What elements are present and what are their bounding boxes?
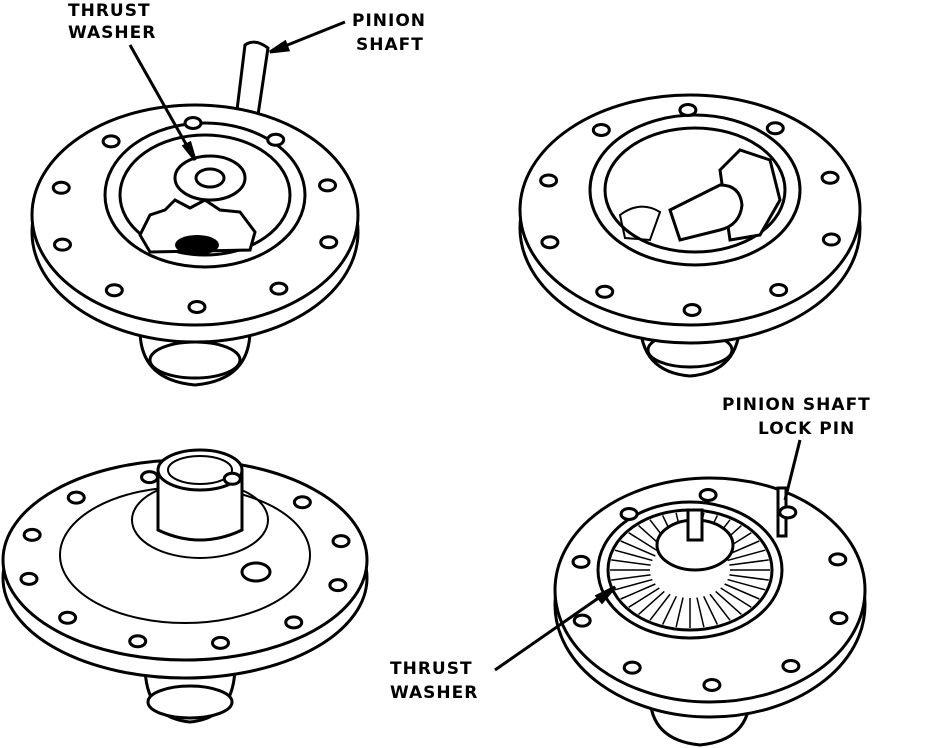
gear-tooth <box>709 593 731 621</box>
bolt-hole <box>572 613 592 628</box>
gear-tooth <box>611 559 651 566</box>
bolt-hole <box>778 505 798 520</box>
bolt-hole <box>22 527 42 542</box>
gear-tooth <box>628 587 660 608</box>
bolt-hole <box>51 180 71 195</box>
bolt-holes <box>19 103 849 692</box>
bolt-hole <box>292 495 312 510</box>
bolt-hole <box>328 578 348 593</box>
bolt-hole <box>128 634 148 649</box>
bolt-hole <box>58 610 78 625</box>
bolt-hole <box>595 284 615 299</box>
gear-tooth <box>649 593 671 621</box>
bolt-hole <box>331 534 351 549</box>
bolt-hole <box>765 121 785 136</box>
gear-tooth <box>620 583 656 600</box>
bolt-hole <box>781 659 801 674</box>
bolt-hole <box>698 488 718 503</box>
bolt-hole <box>183 116 203 131</box>
gear-tooth <box>614 549 653 562</box>
bolt-hole <box>52 237 72 252</box>
bolt-hole <box>622 660 642 675</box>
differential-case-bottom-right <box>553 476 867 747</box>
gear-tooth <box>727 578 766 591</box>
bolt-hole <box>269 281 289 296</box>
gear-tooth <box>729 559 769 566</box>
bolt-hole <box>828 552 848 567</box>
bolt-hole <box>101 134 121 149</box>
gear-tooth <box>703 595 719 625</box>
bolt-hole <box>140 470 160 485</box>
bolt-hole <box>104 283 124 298</box>
gear-tooth <box>720 587 752 608</box>
bolt-hole <box>266 132 286 147</box>
gear-tooth <box>614 578 653 591</box>
bolt-hole <box>682 302 702 317</box>
gear-tooth <box>675 597 684 628</box>
bolt-hole <box>820 170 840 185</box>
gear-tooth <box>638 590 665 615</box>
gear-tooth <box>628 532 660 553</box>
differential-case-bottom-left <box>1 448 369 724</box>
bolt-hole <box>678 103 698 118</box>
bolt-hole <box>769 283 789 298</box>
bolt-hole <box>66 490 86 505</box>
bolt-hole <box>821 232 841 247</box>
bolt-hole <box>19 571 39 586</box>
bolt-hole <box>702 677 722 692</box>
side-gear <box>138 198 257 254</box>
bolt-hole <box>540 235 560 250</box>
bolt-hole <box>319 235 339 250</box>
bolt-hole <box>619 506 639 521</box>
leader-lines <box>128 20 802 672</box>
gear-tooth <box>729 574 769 581</box>
bolt-hole <box>187 299 207 314</box>
gear-tooth <box>611 574 651 581</box>
shaft-end <box>686 508 704 542</box>
differential-case-top-left <box>30 40 360 387</box>
bolt-hole <box>539 173 559 188</box>
gear-tooth <box>727 549 766 562</box>
gear-tooth <box>620 540 656 557</box>
gear-tooth <box>715 590 742 615</box>
gear-tooth <box>696 597 705 628</box>
bolt-hole <box>318 178 338 193</box>
gear-teeth <box>610 512 770 628</box>
gear-tooth <box>724 583 760 600</box>
differential-case-top-right <box>518 93 862 378</box>
bolt-hole <box>284 615 304 630</box>
bolt-hole <box>829 611 849 626</box>
gear-tooth <box>661 595 677 625</box>
bolt-hole <box>571 554 591 569</box>
bolt-hole <box>222 471 242 486</box>
pinion-shaft <box>668 183 744 242</box>
pinion-shaft <box>235 40 270 117</box>
bolt-hole <box>210 635 230 650</box>
bolt-hole <box>591 122 611 137</box>
